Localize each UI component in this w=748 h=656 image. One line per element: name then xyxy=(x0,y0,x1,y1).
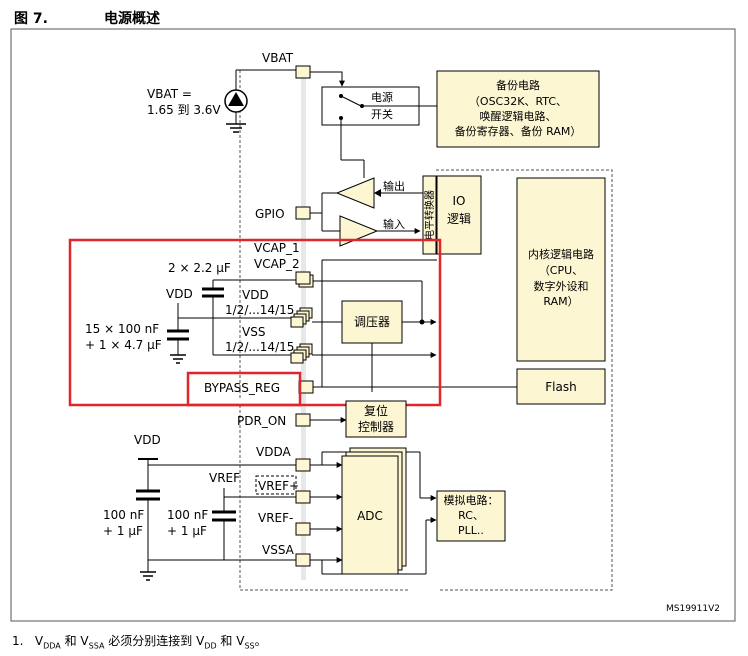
gpio-pin-label: GPIO xyxy=(255,207,285,221)
vdd-supply-label: VDD xyxy=(166,287,193,301)
vss-pins-range: 1/2/...14/15 xyxy=(225,340,294,354)
vcap2-label: VCAP_2 xyxy=(254,257,300,271)
analog-vdd-label: VDD xyxy=(134,433,161,447)
mcu-boundary xyxy=(239,70,613,591)
core-line1: 内核逻辑电路 xyxy=(528,247,594,261)
footnote-sub-dd: DD xyxy=(204,641,217,651)
input-buffer xyxy=(339,215,379,247)
backup-line2: （OSC32K、RTC、 xyxy=(469,95,567,108)
vref-label: VREF xyxy=(209,471,240,485)
vbat-pin xyxy=(295,65,311,79)
junction-dot xyxy=(419,319,425,325)
regulator-block xyxy=(341,300,403,344)
footnote-v2: V xyxy=(80,634,89,648)
figure-title: 电源概述 xyxy=(104,11,160,27)
output-label: 输出 xyxy=(383,179,405,193)
figure-ref-code: MS19911V2 xyxy=(666,604,720,614)
vbat-to-switch-wire xyxy=(310,71,345,87)
footnote-sub-dda: DDA xyxy=(43,641,61,651)
vbat-pin-label: VBAT xyxy=(262,51,294,65)
flash-label: Flash xyxy=(545,380,576,394)
flash-block xyxy=(516,368,606,405)
bypass-label: BYPASS_REG xyxy=(204,381,280,395)
input-label: 输入 xyxy=(383,217,405,231)
output-arrow xyxy=(374,189,381,197)
footnote-text: 必须分别连接到 xyxy=(104,634,197,648)
footnote-text: 和 xyxy=(216,634,237,648)
io-logic-line1: IO xyxy=(453,194,466,208)
footnote-text: 。 xyxy=(254,634,267,648)
vdda-pin xyxy=(295,458,311,472)
figure-number: 图 7. xyxy=(14,11,48,27)
cap2-line1: 100 nF xyxy=(167,508,208,522)
diagram-frame xyxy=(10,28,736,622)
vref-minus-label: VREF- xyxy=(258,511,293,525)
core-line3: 数字外设和 xyxy=(534,279,589,293)
vss-pin-stack xyxy=(290,343,313,364)
footnote-v3: V xyxy=(196,634,205,648)
reset-line2: 控制器 xyxy=(358,420,394,434)
vssa-pin xyxy=(295,553,311,567)
io-logic-line2: 逻辑 xyxy=(447,212,471,226)
gpio-pin xyxy=(295,206,311,220)
bypass-highlight xyxy=(186,371,302,407)
vref-plus-bracket xyxy=(255,475,297,495)
cap1-line1: 100 nF xyxy=(103,508,144,522)
backup-line4: 备份寄存器、备份 RAM） xyxy=(455,124,582,138)
footnote-text: 和 xyxy=(60,634,81,648)
cap1-line2: + 1 µF xyxy=(103,524,143,538)
analog-line3: PLL.. xyxy=(458,524,484,537)
pdr-on-label: PDR_ON xyxy=(237,414,286,428)
backup-domain-block xyxy=(436,70,600,148)
vcap1-label: VCAP_1 xyxy=(254,241,300,255)
vdd-pins-label: VDD xyxy=(242,288,269,302)
core-logic-block xyxy=(516,177,606,362)
switch-label-line2: 开关 xyxy=(371,107,393,121)
pdr-on-pin xyxy=(295,413,311,427)
core-line4: RAM） xyxy=(543,295,578,308)
vdd-pin-stack xyxy=(290,307,313,328)
vss-pins-label: VSS xyxy=(242,325,265,339)
reset-controller-block xyxy=(345,400,407,438)
regulator-label: 调压器 xyxy=(354,315,390,329)
vcap-pin xyxy=(295,271,311,285)
vref-minus-pin xyxy=(295,522,311,536)
cap2-line2: + 1 µF xyxy=(167,524,207,538)
decoupling-line2: + 1 × 4.7 µF xyxy=(85,338,162,352)
footnote-sub-ss: SS xyxy=(244,641,255,651)
adc-label: ADC xyxy=(357,509,383,523)
decoupling-line1: 15 × 100 nF xyxy=(85,322,159,336)
level-shifter-block xyxy=(422,175,437,255)
footnote-v1: V xyxy=(34,634,44,648)
analog-circuit-block xyxy=(436,490,506,542)
level-shifter-label: 电平转换器 xyxy=(423,190,436,240)
io-logic-block xyxy=(436,175,482,255)
vdd-pins-range: 1/2/...14/15 xyxy=(225,303,294,317)
analog-line2: RC、 xyxy=(458,509,484,522)
vref-plus-pin xyxy=(295,490,311,504)
reset-line1: 复位 xyxy=(364,403,388,418)
output-buffer xyxy=(335,177,375,209)
vbat-range-line1: VBAT = xyxy=(147,87,192,101)
vcap-cap-value: 2 × 2.2 µF xyxy=(168,261,231,275)
vssa-label: VSSA xyxy=(262,543,295,557)
footnote-sub-ssa: SSA xyxy=(88,641,105,651)
vbat-source-arrow xyxy=(228,92,244,106)
adc-block xyxy=(341,455,399,575)
core-line2: （CPU、 xyxy=(539,264,583,277)
footnote: 1. VDDA 和 VSSA 必须分别连接到 VDD 和 VSS。 xyxy=(12,632,267,650)
vdda-label: VDDA xyxy=(256,445,291,459)
footnote-v4: V xyxy=(236,634,245,648)
switch-label-line1: 电源 xyxy=(371,90,393,104)
vref-plus-label: VREF+ xyxy=(258,479,299,493)
switch-blade xyxy=(340,95,362,107)
backup-line3: 唤醒逻辑电路、 xyxy=(480,109,557,123)
footnote-number: 1. xyxy=(12,634,24,648)
backup-line1: 备份电路 xyxy=(496,78,540,92)
analog-line1: 模拟电路： xyxy=(444,493,499,507)
vbat-range-line2: 1.65 到 3.6V xyxy=(147,103,221,117)
